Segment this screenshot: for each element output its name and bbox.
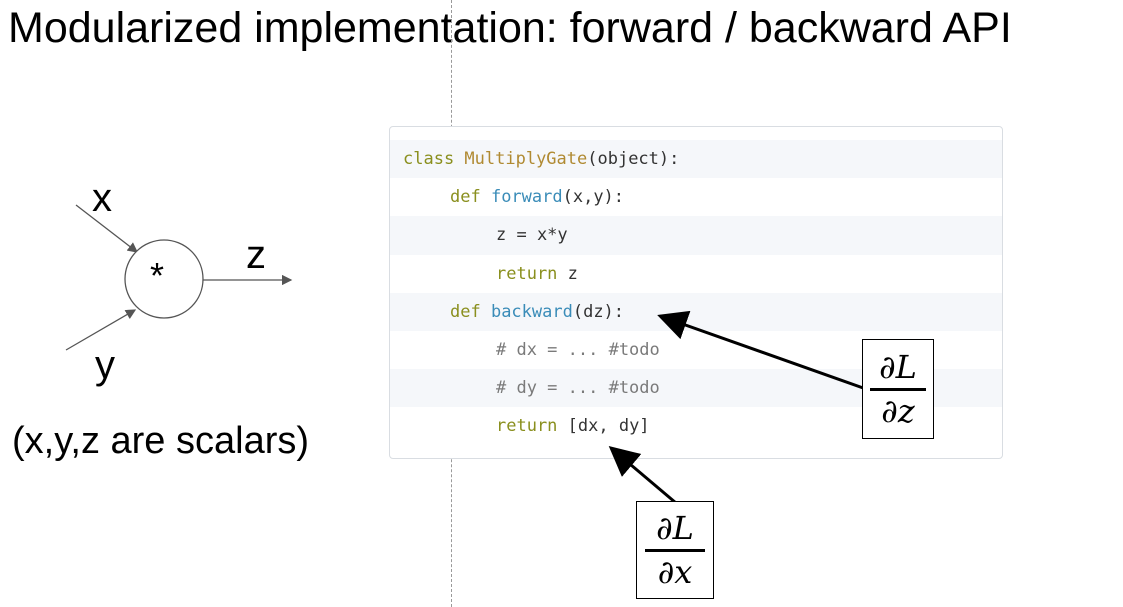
scalars-note: (x,y,z are scalars) [12,420,310,462]
dL-dz-denominator: ∂z [881,391,915,430]
code-line-class: class MultiplyGate(object): [390,140,1002,179]
dL-dz-numerator: ∂L [879,347,917,386]
input-y-label: y [95,343,115,387]
input-x-label: x [92,176,112,220]
output-z-label: z [246,233,266,277]
fraction-bar [870,387,926,391]
dL-dz-annotation: ∂L ∂z [862,339,934,439]
code-line-forward-compute: z = x*y [390,216,1002,255]
code-line-def-forward: def forward(x,y): [450,187,625,208]
dL-dx-denominator: ∂x [657,552,693,591]
input-x-edge [75,204,139,253]
multiply-operator-label: * [150,255,165,296]
dL-dx-annotation: ∂L ∂x [636,501,714,599]
slide-title: Modularized implementation: forward / ba… [8,4,1012,52]
code-line-backward-return: return [dx, dy] [496,416,650,437]
multiply-gate-graph [65,204,293,351]
code-line-def-backward: def backward(dz): [390,292,1002,331]
dL-dx-numerator: ∂L [656,508,694,547]
input-y-edge [65,309,137,351]
multiply-node [124,239,204,319]
fraction-bar [644,548,706,552]
code-line-forward-return: return z [496,263,578,284]
code-line-dx-todo: # dx = ... #todo [496,339,660,360]
